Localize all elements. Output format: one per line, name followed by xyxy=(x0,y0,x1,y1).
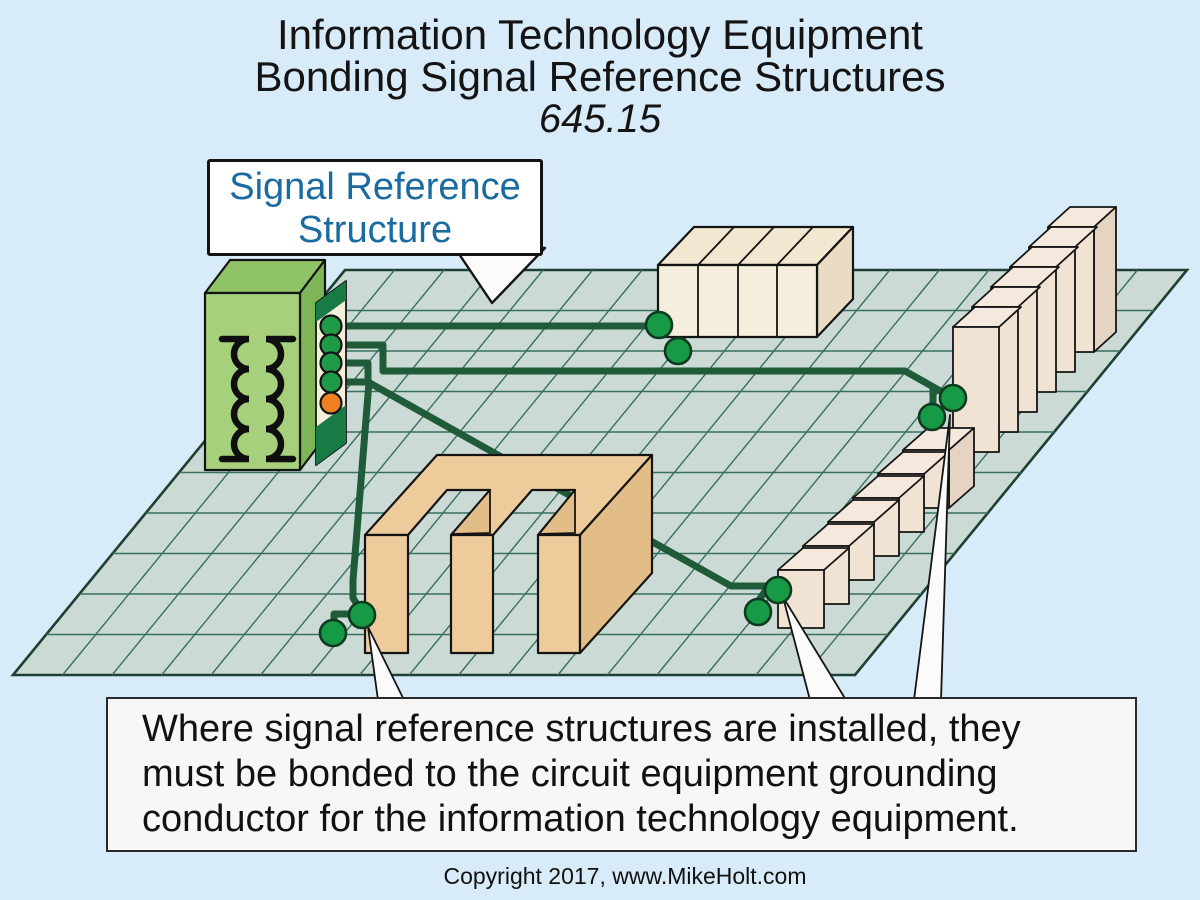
grid-line xyxy=(606,269,940,676)
terminal-green xyxy=(319,351,343,375)
terminal-green xyxy=(319,370,343,394)
bonding-point xyxy=(347,600,377,630)
mainframe-bay-1 xyxy=(363,533,410,655)
callout-line-2: Structure xyxy=(297,209,453,251)
bonding-point xyxy=(938,383,968,413)
bonding-point xyxy=(318,618,348,648)
page-title: Information Technology Equipment Bonding… xyxy=(0,11,1200,141)
bonding-point xyxy=(663,336,693,366)
grid-line xyxy=(656,269,990,676)
bonding-points xyxy=(318,310,968,648)
mainframe-right-face xyxy=(578,453,654,655)
mainframe-bay-3 xyxy=(536,533,582,655)
signal-reference-structure-callout: Signal Reference Structure xyxy=(207,159,543,256)
grid-line xyxy=(210,269,544,676)
mainframe-notch-wall-1 xyxy=(451,489,491,535)
title-line-1: Information Technology Equipment xyxy=(277,11,923,58)
bonding-point xyxy=(644,310,674,340)
code-rule-note: Where signal reference structures are in… xyxy=(106,697,1137,852)
mainframe-equipment xyxy=(363,453,654,655)
copyright-notice: Copyright 2017, www.MikeHolt.com xyxy=(443,863,807,889)
mainframe-bay-2 xyxy=(449,533,495,655)
callout-line-1: Signal Reference xyxy=(229,166,521,208)
strip-end-cap-bottom xyxy=(316,405,346,465)
grid-line xyxy=(111,269,445,676)
bonding-conductor-2 xyxy=(332,341,955,401)
note-line-1: Where signal reference structures are in… xyxy=(142,708,1021,750)
strip-end-cap-top xyxy=(316,281,346,322)
terminal-strip xyxy=(315,280,347,466)
grid-line xyxy=(161,269,495,676)
code-section-number: 645.15 xyxy=(538,97,662,141)
terminal-green xyxy=(319,314,343,338)
title-line-2: Bonding Signal Reference Structures xyxy=(254,53,946,100)
bonding-point xyxy=(917,402,947,432)
pdu-front-face xyxy=(203,291,302,472)
terminal-orange xyxy=(319,391,343,415)
transformer-pdu xyxy=(203,258,347,472)
transformer-coil-icon xyxy=(218,335,297,463)
note-line-3: conductor for the information technology… xyxy=(142,798,1019,840)
equipment-panel-dividers xyxy=(697,226,814,337)
bonding-point xyxy=(743,597,773,627)
mainframe-notch-wall-2 xyxy=(538,489,576,535)
it-equipment-row-top xyxy=(656,225,855,339)
bonding-point xyxy=(763,575,793,605)
note-line-2: must be bonded to the circuit equipment … xyxy=(142,753,998,795)
